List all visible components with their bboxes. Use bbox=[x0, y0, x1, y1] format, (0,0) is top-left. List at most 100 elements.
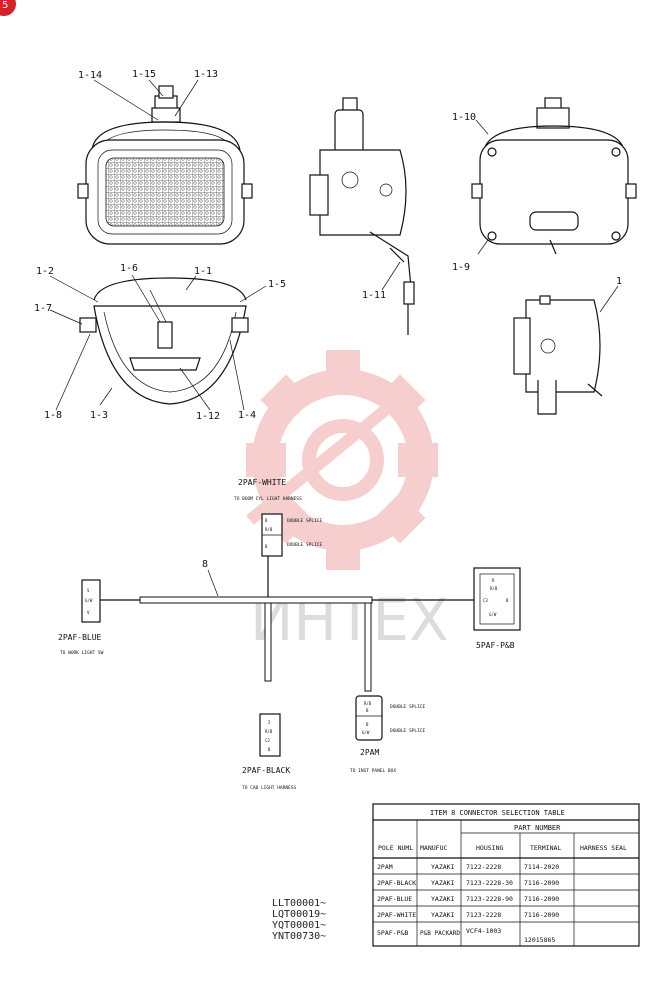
connector-2paf-black: 2 R/B C2 B bbox=[259, 713, 281, 757]
label-1-1: 1-1 bbox=[194, 266, 212, 277]
svg-text:LQT00019~: LQT00019~ bbox=[272, 909, 326, 920]
connector-selection-table bbox=[372, 803, 640, 947]
svg-text:YAZAKI: YAZAKI bbox=[431, 879, 455, 887]
corner-badge: 5 bbox=[0, 0, 16, 16]
work-light-rear-view bbox=[471, 97, 637, 255]
svg-text:R/B: R/B bbox=[490, 586, 498, 591]
connector-5paf-pb-name: 5PAF-P&B bbox=[476, 641, 515, 650]
svg-text:V: V bbox=[87, 610, 90, 615]
connector-2paf-black-note: TO CAB LIGHT HARNESS bbox=[242, 785, 296, 791]
label-1-7: 1-7 bbox=[34, 303, 52, 314]
svg-text:YNT00730~: YNT00730~ bbox=[272, 931, 326, 942]
svg-text:G/W: G/W bbox=[85, 598, 93, 603]
label-1-10: 1-10 bbox=[452, 112, 476, 123]
connector-2pam-splice-2: DOUBLE SPLICE bbox=[390, 728, 426, 734]
svg-text:R/B: R/B bbox=[265, 729, 273, 734]
svg-text:YAZAKI: YAZAKI bbox=[431, 911, 455, 919]
label-1-9: 1-9 bbox=[452, 262, 470, 273]
label-1-8: 1-8 bbox=[44, 410, 62, 421]
svg-text:2PAF-BLACK: 2PAF-BLACK bbox=[377, 879, 416, 887]
table-title: ITEM 8 CONNECTOR SELECTION TABLE bbox=[430, 809, 565, 817]
svg-text:7116-2090: 7116-2090 bbox=[524, 911, 559, 919]
serial-number-list: LLT00001~ LQT00019~ YQT00001~ YNT00730~ bbox=[272, 898, 326, 942]
svg-text:VCF4-1003: VCF4-1003 bbox=[466, 927, 501, 935]
label-8: 8 bbox=[202, 559, 208, 570]
svg-text:YAZAKI: YAZAKI bbox=[431, 863, 455, 871]
svg-text:C2: C2 bbox=[265, 738, 270, 743]
svg-text:YQT00001~: YQT00001~ bbox=[272, 920, 326, 931]
svg-text:7123-2228-30: 7123-2228-30 bbox=[466, 879, 513, 887]
work-light-exploded-view bbox=[79, 277, 249, 405]
table-header-manufuc: MANUFUC bbox=[420, 844, 447, 852]
table-header-terminal: TERMINAL bbox=[530, 844, 561, 852]
connector-5paf-pb: R R/B C3 B G/W bbox=[473, 567, 521, 631]
connector-2paf-white-splice-1: DOUBLE SPLICE bbox=[287, 518, 323, 524]
svg-text:B: B bbox=[506, 598, 509, 603]
svg-text:R: R bbox=[492, 578, 495, 583]
label-1-3: 1-3 bbox=[90, 410, 108, 421]
table-row: 2PAF-WHITE YAZAKI 7123-2228 7116-2090 bbox=[377, 911, 559, 919]
svg-text:7123-2228: 7123-2228 bbox=[466, 911, 501, 919]
connector-2paf-white-note: TO BOOM CYL LIGHT HARNESS bbox=[234, 496, 302, 502]
svg-text:C3: C3 bbox=[483, 598, 488, 603]
svg-text:12015865: 12015865 bbox=[524, 936, 555, 944]
svg-text:7123-2228-90: 7123-2228-90 bbox=[466, 895, 513, 903]
connector-2pam-name: 2PAM bbox=[360, 748, 379, 757]
svg-text:P&B PACKARD: P&B PACKARD bbox=[420, 929, 460, 937]
table-part-number-header: PART NUMBER bbox=[514, 824, 561, 832]
label-1-15: 1-15 bbox=[132, 69, 156, 80]
label-1-14: 1-14 bbox=[78, 70, 102, 81]
svg-text:B: B bbox=[366, 722, 369, 727]
label-1-12: 1-12 bbox=[196, 411, 220, 422]
svg-text:B: B bbox=[268, 747, 271, 752]
svg-text:G/W: G/W bbox=[362, 730, 370, 735]
label-1-4: 1-4 bbox=[238, 410, 256, 421]
label-1-2: 1-2 bbox=[36, 266, 54, 277]
svg-text:2: 2 bbox=[268, 720, 271, 725]
connector-2paf-black-name: 2PAF-BLACK bbox=[242, 766, 290, 775]
table-header-harness-seal: HARNESS SEAL bbox=[580, 844, 627, 852]
connector-2pam: R/B B B G/W bbox=[355, 695, 383, 741]
svg-text:7114-2020: 7114-2020 bbox=[524, 863, 559, 871]
connector-2pam-note: TO INST PANEL BOX bbox=[350, 768, 396, 774]
svg-text:7116-2090: 7116-2090 bbox=[524, 895, 559, 903]
svg-text:B: B bbox=[265, 518, 268, 523]
table-row: 2PAF-BLUE YAZAKI 7123-2228-90 7116-2090 bbox=[377, 895, 559, 903]
svg-text:7116-2090: 7116-2090 bbox=[524, 879, 559, 887]
svg-text:2PAF-WHITE: 2PAF-WHITE bbox=[377, 911, 416, 919]
connector-2paf-white: B R/B B bbox=[261, 513, 283, 557]
svg-text:B: B bbox=[366, 708, 369, 713]
work-light-front-view bbox=[77, 85, 253, 245]
svg-text:S: S bbox=[87, 588, 90, 593]
table-row: 5PAF-P&B P&B PACKARD VCF4-1003 12015865 bbox=[377, 927, 555, 944]
svg-text:YAZAKI: YAZAKI bbox=[431, 895, 455, 903]
connector-2paf-blue: S G/W V bbox=[81, 579, 101, 623]
svg-text:5: 5 bbox=[2, 0, 8, 11]
svg-text:R/B: R/B bbox=[364, 701, 372, 706]
watermark-gear-logo bbox=[246, 350, 438, 570]
table-row: 2PAM YAZAKI 7122-2228 7114-2020 bbox=[377, 863, 559, 871]
watermark-text: ИНТЕХ bbox=[250, 586, 449, 654]
svg-text:B: B bbox=[265, 544, 268, 549]
connector-2paf-blue-note: TO WORK LIGHT SW bbox=[60, 650, 104, 656]
harness-wiring bbox=[100, 555, 474, 692]
connector-2paf-white-splice-2: DOUBLE SPLICE bbox=[287, 542, 323, 548]
work-light-small-side-view bbox=[513, 295, 603, 415]
label-1-13: 1-13 bbox=[194, 69, 218, 80]
connector-2paf-blue-name: 2PAF-BLUE bbox=[58, 633, 102, 642]
label-1-5: 1-5 bbox=[268, 279, 286, 290]
svg-text:7122-2228: 7122-2228 bbox=[466, 863, 501, 871]
table-row: 2PAF-BLACK YAZAKI 7123-2228-30 7116-2090 bbox=[377, 879, 559, 887]
label-1: 1 bbox=[616, 276, 622, 287]
svg-text:5PAF-P&B: 5PAF-P&B bbox=[377, 929, 408, 937]
table-header-housing: HOUSING bbox=[476, 844, 503, 852]
svg-text:R/B: R/B bbox=[265, 527, 273, 532]
table-header-pole: POLE NUML bbox=[378, 844, 413, 852]
label-1-11: 1-11 bbox=[362, 290, 386, 301]
label-1-6: 1-6 bbox=[120, 263, 138, 274]
svg-text:G/W: G/W bbox=[489, 612, 497, 617]
svg-text:2PAF-BLUE: 2PAF-BLUE bbox=[377, 895, 412, 903]
svg-text:2PAM: 2PAM bbox=[377, 863, 393, 871]
work-light-side-view bbox=[309, 97, 415, 335]
